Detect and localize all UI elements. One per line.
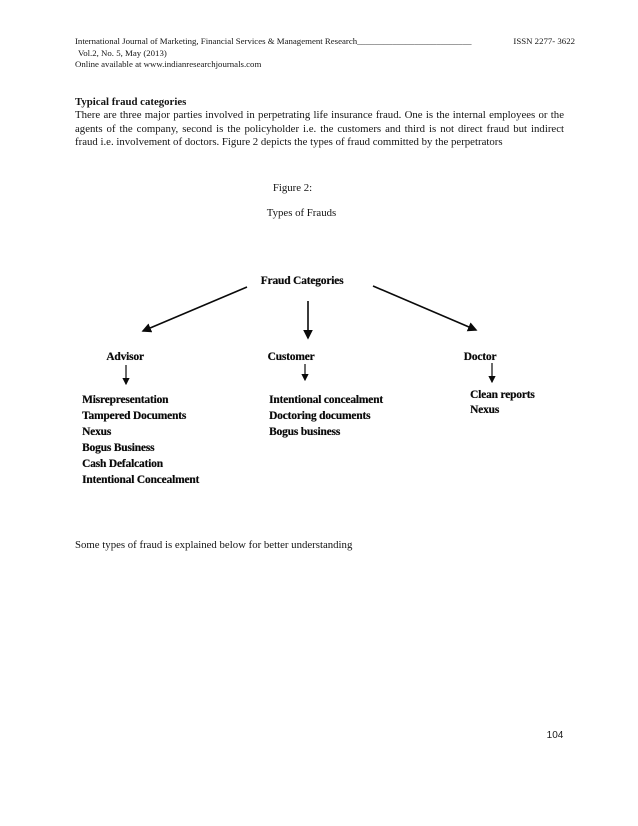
figure-label: Figure 2: [272, 182, 313, 194]
diagram-advisor-items: Misrepresentation Tampered Documents Nex… [82, 392, 199, 488]
diagram-item: Doctoring documents [269, 410, 371, 422]
diagram-item: Intentional Concealment [82, 474, 200, 486]
diagram-branch-advisor-label: Advisor [106, 351, 144, 363]
journal-issn: ISSN 2277- 3622 [513, 36, 575, 46]
journal-volume-line: Vol.2, No. 5, May (2013) [78, 47, 167, 58]
diagram-branch-customer-label: Customer [267, 351, 315, 363]
diagram-item: Bogus Business [82, 442, 155, 454]
arrow-root-to-advisor [141, 286, 248, 333]
diagram-doctor-items: Clean reports Nexus [470, 388, 535, 418]
body-paragraph: There are three major parties involved i… [75, 109, 564, 149]
journal-availability-line: Online available at www.indianresearchjo… [75, 59, 262, 69]
journal-header-line: International Journal of Marketing, Fina… [75, 36, 575, 46]
section-heading: Typical fraud categories [75, 96, 187, 108]
diagram-item: Intentional concealment [269, 394, 383, 406]
diagram-root-label: Fraud Categories [260, 275, 344, 287]
diagram-customer-items: Intentional concealment Doctoring docume… [269, 392, 383, 440]
diagram-item: Clean reports [470, 389, 535, 401]
diagram-item: Cash Defalcation [82, 458, 163, 470]
header-underscore-fill: __________________________ [357, 36, 472, 46]
diagram-item: Misrepresentation [82, 394, 169, 406]
arrow-root-to-doctor [372, 285, 478, 332]
diagram-item: Nexus [82, 426, 112, 438]
journal-title: International Journal of Marketing, Fina… [75, 36, 358, 46]
figure-title: Types of Frauds [266, 207, 337, 219]
diagram-item: Tampered Documents [82, 410, 187, 422]
page-number: 104 [546, 730, 564, 741]
diagram-branch-doctor-label: Doctor [463, 351, 497, 363]
diagram-item: Bogus business [269, 426, 341, 438]
closing-line: Some types of fraud is explained below f… [75, 539, 353, 551]
diagram-item: Nexus [470, 404, 500, 416]
